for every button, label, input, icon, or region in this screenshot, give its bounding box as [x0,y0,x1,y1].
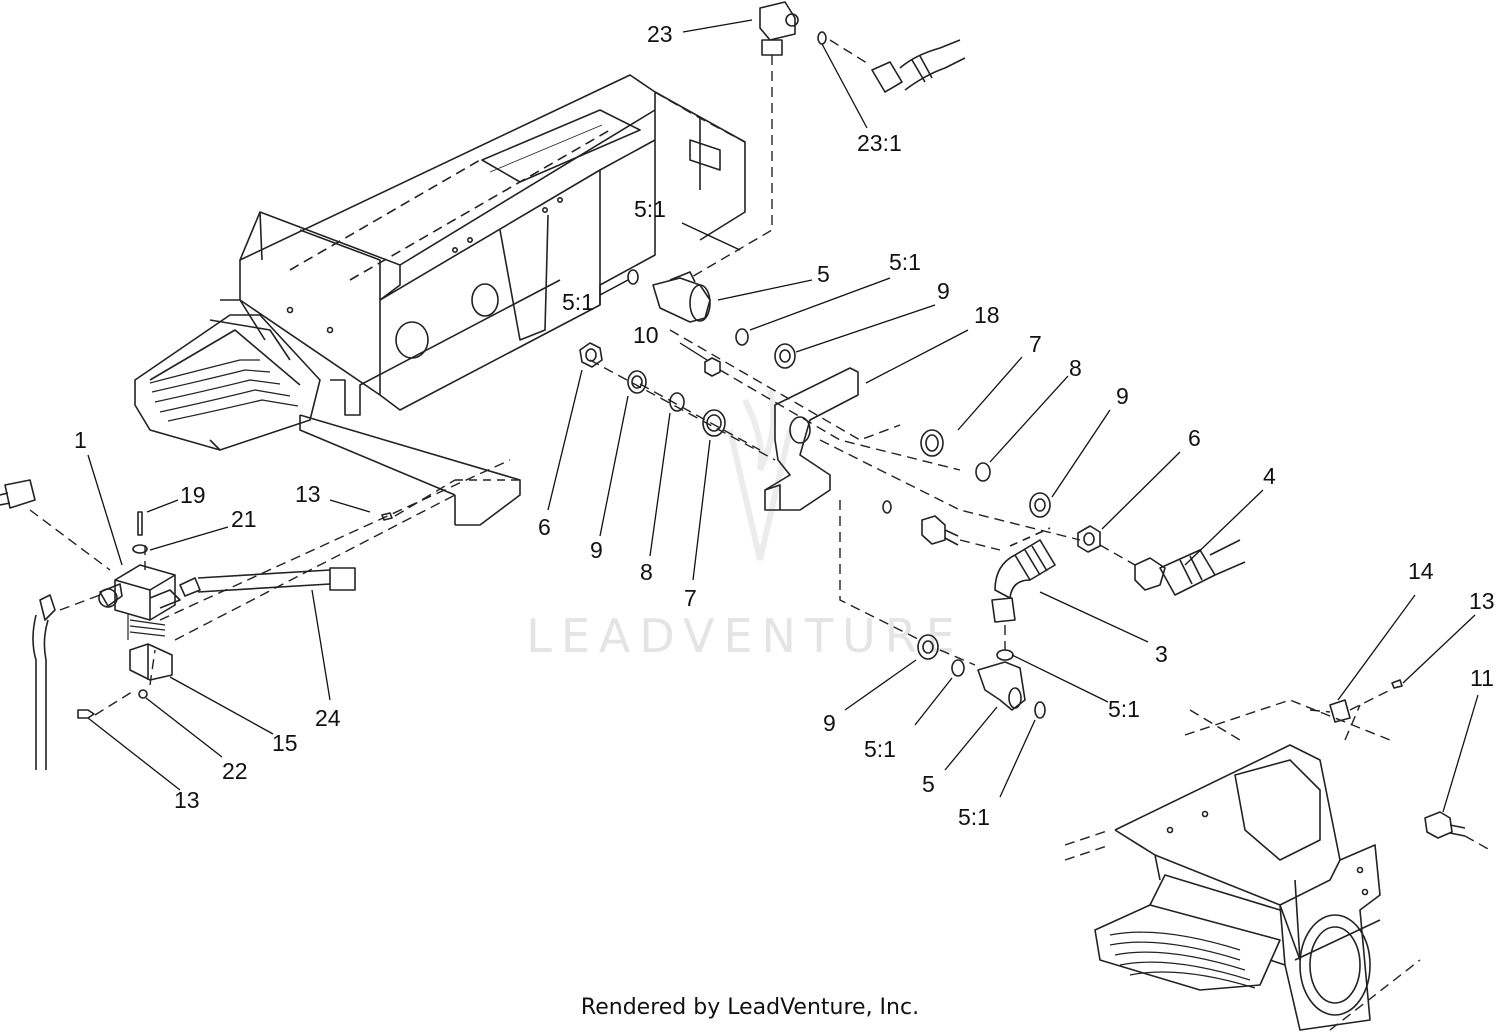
callout-13-c: 13 [174,787,200,813]
callout-6-b: 6 [538,514,551,540]
leader-lines [87,19,1479,813]
callout-13-a: 13 [295,481,321,507]
footer-credit: Rendered by LeadVenture, Inc. [580,995,920,1020]
center-parts [579,1,1246,719]
callout-5-1-d: 5:1 [1108,696,1140,722]
callout-24: 24 [315,705,341,731]
left-frame [134,74,746,526]
callout-19: 19 [180,482,206,508]
callout-18: 18 [974,302,1000,328]
callout-23-1: 23:1 [857,130,902,156]
callout-8-b: 8 [640,559,653,585]
callout-5-a: 5 [817,261,830,287]
right-frame [1094,679,1466,1031]
callout-9-b: 9 [1116,383,1129,409]
callout-labels: 23 23:1 5:1 5:1 5 5:1 9 10 18 7 8 9 6 4 … [74,21,1495,830]
callout-8-a: 8 [1069,355,1082,381]
callout-4: 4 [1263,463,1276,489]
watermark: LEADVENTURE [526,389,964,663]
callout-5-1-f: 5:1 [958,804,990,830]
callout-7-b: 7 [684,585,697,611]
right-dashed-lines [1064,689,1491,1031]
callout-9-a: 9 [937,278,950,304]
callout-9-c: 9 [590,537,603,563]
callout-9-d: 9 [823,710,836,736]
center-dashed-lines [589,39,1136,666]
callout-5-b: 5 [922,771,935,797]
callout-5-1-e: 5:1 [864,736,896,762]
callout-23: 23 [647,21,673,47]
callout-3: 3 [1155,641,1168,667]
callout-7-a: 7 [1029,331,1042,357]
callout-6-a: 6 [1188,425,1201,451]
watermark-text: LEADVENTURE [526,609,964,663]
callout-13-b: 13 [1469,588,1495,614]
callout-22: 22 [222,758,248,784]
valve-assembly [0,479,393,770]
callout-15: 15 [272,730,298,756]
callout-21: 21 [231,506,257,532]
callout-5-1-c: 5:1 [889,249,921,275]
callout-5-1-a: 5:1 [634,196,666,222]
callout-14: 14 [1408,558,1434,584]
callout-10: 10 [633,322,659,348]
callout-1: 1 [74,427,87,453]
callout-5-1-b: 5:1 [562,289,594,315]
valve-dashed-lines [29,459,511,716]
callout-11: 11 [1470,665,1494,691]
